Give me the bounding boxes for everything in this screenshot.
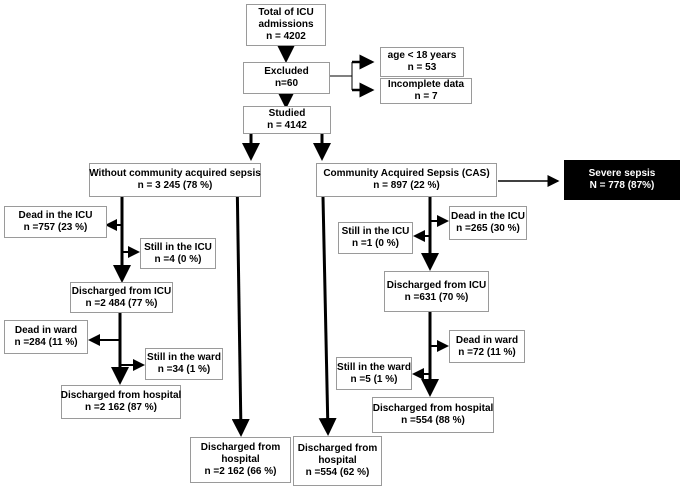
node-text-line: Discharged from xyxy=(297,443,378,454)
node-text-line: n =34 (1 %) xyxy=(157,364,211,375)
node-text-line: Severe sepsis xyxy=(588,168,656,179)
node-cas: Community Acquired Sepsis (CAS)n = 897 (… xyxy=(316,163,497,197)
node-text-line: n =554 (62 %) xyxy=(305,467,370,478)
node-text-line: age < 18 years xyxy=(387,50,457,61)
node-text-line: n = 897 (22 %) xyxy=(373,180,440,191)
node-text-line: n=60 xyxy=(274,78,299,89)
node-text-line: n =2 162 (66 %) xyxy=(204,466,277,477)
node-text-line: n =72 (11 %) xyxy=(458,346,516,358)
node-text-line: Still in the ward xyxy=(337,361,411,373)
node-text-line: Dead in ward xyxy=(455,334,519,346)
node-text-line: Dead in the ICU xyxy=(18,210,93,221)
node-text-line: Studied xyxy=(268,108,306,119)
node-text-line: hospital xyxy=(318,455,357,466)
node-text-line: n =1 (0 %) xyxy=(352,238,399,249)
node-text-line: n = 7 xyxy=(414,91,438,102)
node-text-line: n =265 (30 %) xyxy=(456,223,520,234)
node-text-line: Discharged from ICU xyxy=(386,279,487,291)
node-text-line: Discharged from hospital xyxy=(372,403,494,414)
node-text-line: Without community acquired sepsis xyxy=(89,168,261,179)
node-text-line: Still in the ward xyxy=(147,352,221,363)
node-text-line: Incomplete data xyxy=(387,79,465,90)
node-text-line: Still in the ICU xyxy=(144,241,212,253)
node-text-line: Dead in the ICU xyxy=(451,211,525,222)
node-text-line: Discharged from xyxy=(200,442,281,453)
node-text-line: n =757 (23 %) xyxy=(23,222,88,233)
node-text-line: Dead in ward xyxy=(14,325,78,336)
node-text-line: Still in the ICU xyxy=(341,226,410,237)
node-text-line: Total of ICU xyxy=(258,7,314,18)
arrow-without-to-disch-hosp-total xyxy=(231,171,250,437)
node-text-line: Community Acquired Sepsis (CAS) xyxy=(323,168,490,179)
node-text-line: N = 778 (87%) xyxy=(589,180,655,191)
node-text-line: Discharged from ICU xyxy=(71,285,172,297)
node-text-line: n =2 162 (87 %) xyxy=(85,402,157,413)
node-text-line: n =5 (1 %) xyxy=(350,373,398,385)
node-text-line: Excluded xyxy=(264,66,309,77)
node-text-line: n =2 484 (77 %) xyxy=(85,297,158,309)
node-text-line: n = 3 245 (78 %) xyxy=(137,180,213,191)
node-text-line: n =631 (70 %) xyxy=(404,291,469,303)
node-text-line: n = 4142 xyxy=(267,120,307,131)
node-text-line: hospital xyxy=(221,454,260,465)
arrow-cas-to-disch-hosp-total xyxy=(318,196,337,436)
node-text-line: n = 4202 xyxy=(266,31,306,42)
node-text-line: n =554 (88 %) xyxy=(401,415,465,426)
node-text-line: Discharged from hospital xyxy=(60,390,182,401)
node-text-line: admissions xyxy=(258,19,314,30)
node-text-line: n = 53 xyxy=(407,62,437,73)
node-text-line: n =284 (11 %) xyxy=(14,337,78,348)
node-text-line: n =4 (0 %) xyxy=(154,253,202,265)
